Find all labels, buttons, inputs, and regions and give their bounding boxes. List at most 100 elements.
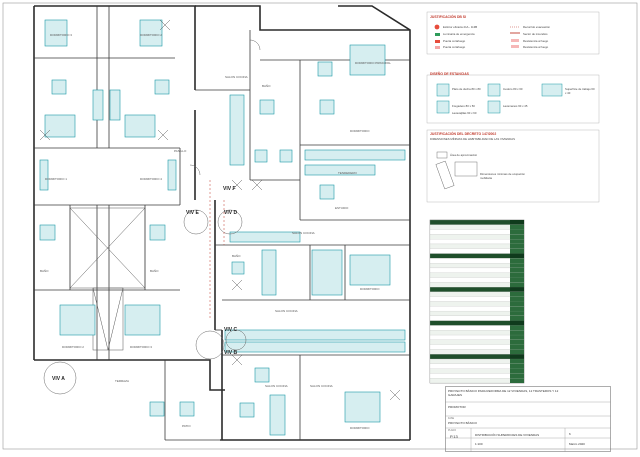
courtyard-stairs (69, 207, 146, 351)
room-label: DORMITORIO (350, 426, 370, 430)
table-row (429, 334, 525, 340)
legend-item: Plato de ducha 80 x 80 (452, 87, 481, 91)
room-label: SALON COCINA (275, 309, 298, 313)
legend-item: Lavavajillas 60 x 60 (452, 111, 477, 115)
appliance-symbols (39, 19, 401, 401)
table-cell (510, 282, 524, 288)
table-cell (510, 243, 524, 249)
table-cell (510, 373, 524, 379)
title-block: PROYECTO BÁSICO PARA REFORMA DE 12 VIVIE… (445, 386, 611, 452)
table-row (429, 243, 525, 249)
table-cell (510, 301, 524, 307)
promoter-label: PROMOTOR (448, 405, 466, 409)
table-cell (510, 296, 524, 302)
legend-title-decree: JUSTIFICACIÓN DEL DECRETO 147/2002 (430, 132, 497, 136)
legend-item: Resistencia al fuego (523, 45, 549, 49)
table-row (429, 310, 525, 316)
table-cell (510, 267, 524, 273)
table-row (429, 258, 525, 264)
table-cell (510, 234, 524, 240)
phase-label: FASE (448, 417, 455, 420)
table-cell (510, 291, 524, 297)
table-row (429, 373, 525, 379)
legend-item: Resistencia al fuego (523, 39, 549, 43)
table-row (429, 267, 525, 273)
room-label: DORMITORIO (360, 287, 380, 291)
table-cell (510, 368, 524, 374)
legend-item: Dimensiones mínimas de ocupación mobilia… (480, 172, 525, 180)
unit-label-viv-d: VIV D (224, 210, 238, 216)
table-row (429, 363, 525, 369)
room-label: SALON COCINA (292, 231, 315, 235)
table-cell (510, 277, 524, 283)
room-label: BAÑO (232, 254, 241, 258)
date-value: Marzo 2020 (569, 442, 585, 446)
table-row (429, 234, 525, 240)
table-row (429, 282, 525, 288)
surfaces-table (429, 219, 525, 384)
scale-value: 1:100 (475, 442, 483, 446)
table-cell (510, 363, 524, 369)
room-label: DORMITORIO PRINCIPAL (355, 61, 391, 65)
table-cell (510, 239, 524, 244)
table-row (429, 263, 525, 269)
room-label: BAÑO (150, 269, 159, 273)
table-cell (510, 330, 524, 336)
room-label: DORMITORIO 2 (140, 33, 162, 37)
table-cell (510, 349, 524, 355)
project-title: PROYECTO BÁSICO PARA REFORMA DE 12 VIVIE… (448, 389, 559, 397)
room-label: PASILLO (174, 149, 187, 153)
table-cell (510, 258, 524, 264)
table-row (429, 253, 525, 259)
sheet-number: 6 (569, 432, 571, 436)
table-cell (510, 229, 524, 235)
table-cell (510, 320, 524, 326)
table-cell (510, 224, 524, 230)
phase-value: PROYECTO BÁSICO (448, 421, 477, 425)
legend-title-fire: JUSTIFICACIÓN DB SI (430, 15, 466, 19)
table-row (429, 229, 525, 235)
legend-item: Extintor eficacia 21A - 113B (443, 25, 478, 29)
table-cell (510, 263, 524, 268)
fixtures (39, 19, 406, 436)
table-cell (510, 378, 524, 383)
table-row (429, 378, 525, 384)
room-label: BAÑO (40, 269, 49, 273)
table-cell (510, 253, 524, 259)
table-cell (510, 287, 524, 292)
sheet-name: DISTRIBUCIÓN SUPERFICIES DE VIVIENDAS (475, 433, 540, 437)
table-row (429, 320, 525, 326)
table-row (429, 349, 525, 355)
room-label: DORMITORIO 2 (62, 345, 84, 349)
table-row (429, 291, 525, 297)
legend-item: Puerta cortafuego (443, 39, 466, 43)
legend-item: Fregadero 80 x 50 (452, 104, 475, 108)
room-label: SALON COCINA (225, 75, 248, 79)
legend-item: Inodoro 80 x 60 (503, 87, 523, 91)
legend-item: Sector de incendios (523, 32, 548, 36)
exterior-walls (33, 5, 411, 441)
table-row (429, 339, 525, 345)
table-cell (510, 344, 524, 350)
table-cell (510, 220, 524, 225)
room-label: TENDEDERO (338, 171, 357, 175)
table-row (429, 330, 525, 336)
table-row (429, 301, 525, 307)
sheet-label: PLANO (448, 429, 457, 432)
legend-item: Puerta cortafuego (443, 45, 466, 49)
room-label: SALON COCINA (265, 384, 288, 388)
evacuation-route (209, 180, 225, 320)
room-label: DORMITORIO 3 (50, 33, 72, 37)
table-row (429, 325, 525, 331)
table-row (429, 344, 525, 350)
room-label: BAÑO (262, 84, 271, 88)
unit-label-viv-e: VIV E (186, 210, 199, 216)
table-cell (510, 335, 524, 340)
unit-label-viv-b: VIV B (224, 350, 238, 356)
legend-item: Superficie de trabajo 60 x 40 (565, 87, 595, 95)
room-label: ESTUDIO (335, 206, 349, 210)
table-cell (510, 325, 524, 331)
table-row (429, 219, 525, 225)
